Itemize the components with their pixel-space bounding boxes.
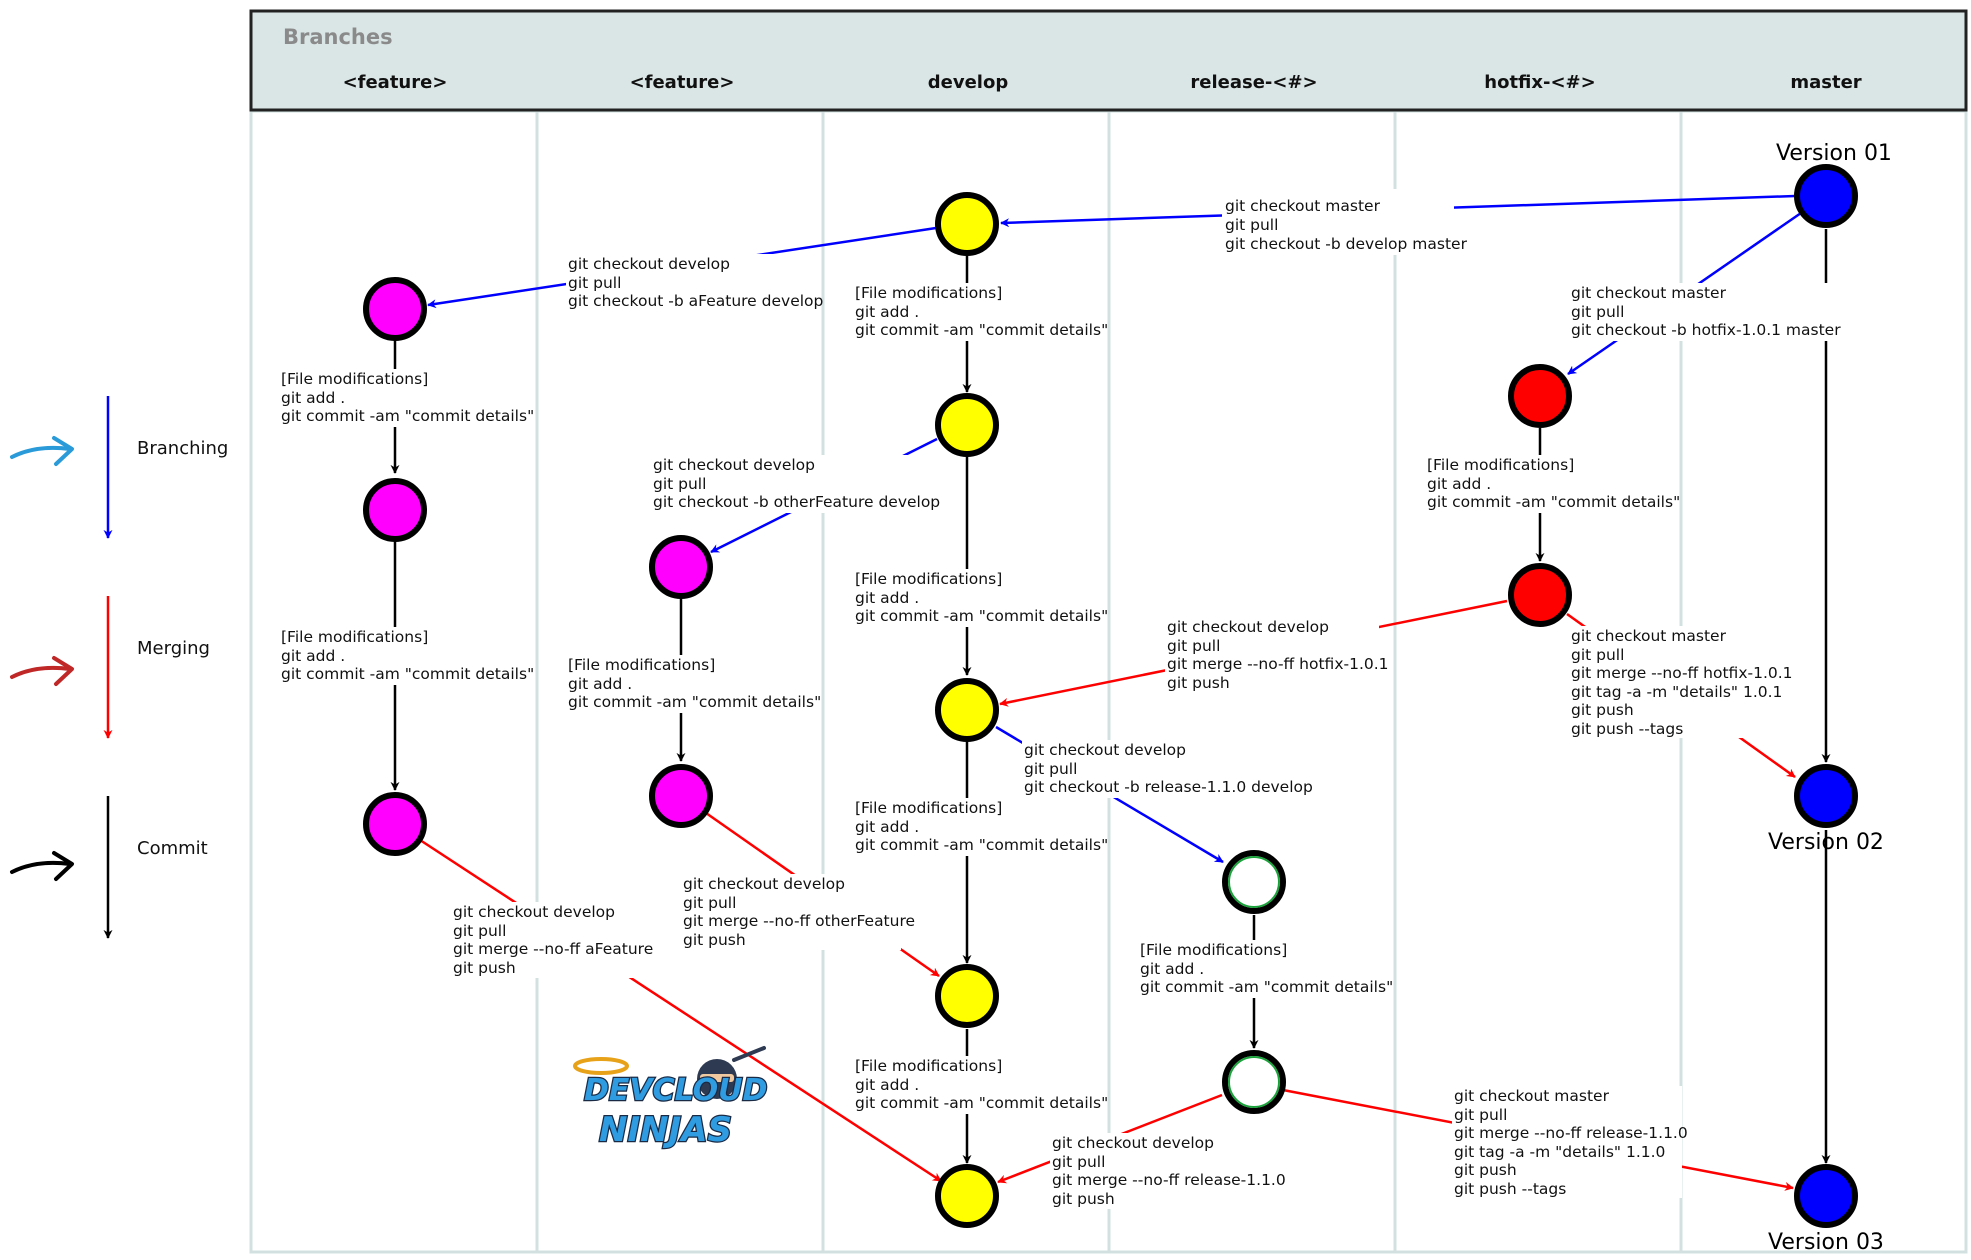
annotation-otherfeature-commit: [File modifications] git add . git commi… [568, 656, 821, 711]
lane-header-hotfix: hotfix-<#> [1484, 72, 1595, 93]
annotation-feature-commit-1: [File modifications] git add . git commi… [281, 370, 534, 425]
master-commit-node [1794, 764, 1858, 828]
annotation-develop-from-master: git checkout master git pull git checkou… [1225, 197, 1468, 253]
annotation-otherfeature-merge: git checkout develop git pull git merge … [683, 875, 920, 949]
logo-line-1: DEVCLOUD [584, 1073, 767, 1108]
branching-legend-label: Branching [137, 438, 228, 459]
annotation-hotfix-to-master: git checkout master git pull git merge -… [1571, 627, 1797, 738]
hotfix-commit-node [1508, 563, 1572, 627]
lane-header-develop: develop [928, 72, 1009, 93]
develop-commit-node [935, 678, 999, 742]
annotation-hotfix-branch: git checkout master git pull git checkou… [1571, 284, 1841, 339]
branching-legend-icon [10, 445, 72, 459]
header-title: Branches [283, 25, 393, 49]
annotation-release-commit: [File modifications] git add . git commi… [1140, 941, 1393, 996]
merging-legend-label: Merging [137, 638, 210, 659]
master-commit-node [1794, 1164, 1858, 1228]
devcloud-ninjas-logo: DEVCLOUD NINJAS [573, 1046, 769, 1151]
master-commit-node [1794, 164, 1858, 228]
release-commit-node [1222, 1050, 1286, 1114]
annotation-hotfix-to-develop: git checkout develop git pull git merge … [1167, 618, 1393, 692]
version-label-02: Version 02 [1768, 830, 1884, 855]
annotation-release-to-master: git checkout master git pull git merge -… [1454, 1087, 1693, 1198]
commit-legend-icon [10, 860, 72, 874]
version-label-03: Version 03 [1768, 1230, 1884, 1255]
version-label-01: Version 01 [1776, 141, 1892, 166]
annotation-release-branch: git checkout develop git pull git checko… [1024, 741, 1313, 796]
otherfeature-commit-node [649, 764, 713, 828]
annotation-develop-commit-2: [File modifications] git add . git commi… [855, 570, 1108, 625]
merging-legend-icon [10, 665, 72, 679]
logo-line-2: NINJAS [599, 1110, 732, 1150]
annotation-develop-commit-1: [File modifications] git add . git commi… [855, 284, 1108, 339]
lane-header-master: master [1790, 72, 1861, 93]
merge-arrow-afeature-to-develop [419, 838, 942, 1183]
commit-legend-label: Commit [137, 838, 208, 859]
lane-header-feature-2: <feature> [630, 72, 735, 93]
lane-header-release: release-<#> [1190, 72, 1317, 93]
annotation-feature-commit-2: [File modifications] git add . git commi… [281, 628, 534, 683]
feature-commit-node [363, 792, 427, 856]
release-commit-node [1222, 850, 1286, 914]
annotation-afeature-branch: git checkout develop git pull git checko… [568, 255, 823, 310]
otherfeature-commit-node [649, 535, 713, 599]
branches-header [249, 9, 1968, 112]
develop-commit-node [935, 192, 999, 256]
develop-commit-node [935, 1164, 999, 1228]
annotation-afeature-merge: git checkout develop git pull git merge … [453, 903, 658, 977]
hotfix-commit-node [1508, 364, 1572, 428]
legend: Branching Merging Commit [10, 396, 228, 939]
annotation-otherfeature-branch: git checkout develop git pull git checko… [653, 456, 940, 511]
annotation-develop-commit-3: [File modifications] git add . git commi… [855, 799, 1108, 854]
feature-commit-node [363, 478, 427, 542]
commit-nodes [363, 164, 1858, 1228]
develop-commit-node [935, 393, 999, 457]
annotation-hotfix-commit: [File modifications] git add . git commi… [1427, 456, 1680, 511]
annotations: git checkout master git pull git checkou… [279, 189, 1841, 1209]
develop-commit-node [935, 964, 999, 1028]
feature-commit-node [363, 277, 427, 341]
lane-header-feature-1: <feature> [343, 72, 448, 93]
annotation-release-to-develop: git checkout develop git pull git merge … [1052, 1134, 1291, 1208]
annotation-develop-commit-4: [File modifications] git add . git commi… [855, 1057, 1108, 1112]
